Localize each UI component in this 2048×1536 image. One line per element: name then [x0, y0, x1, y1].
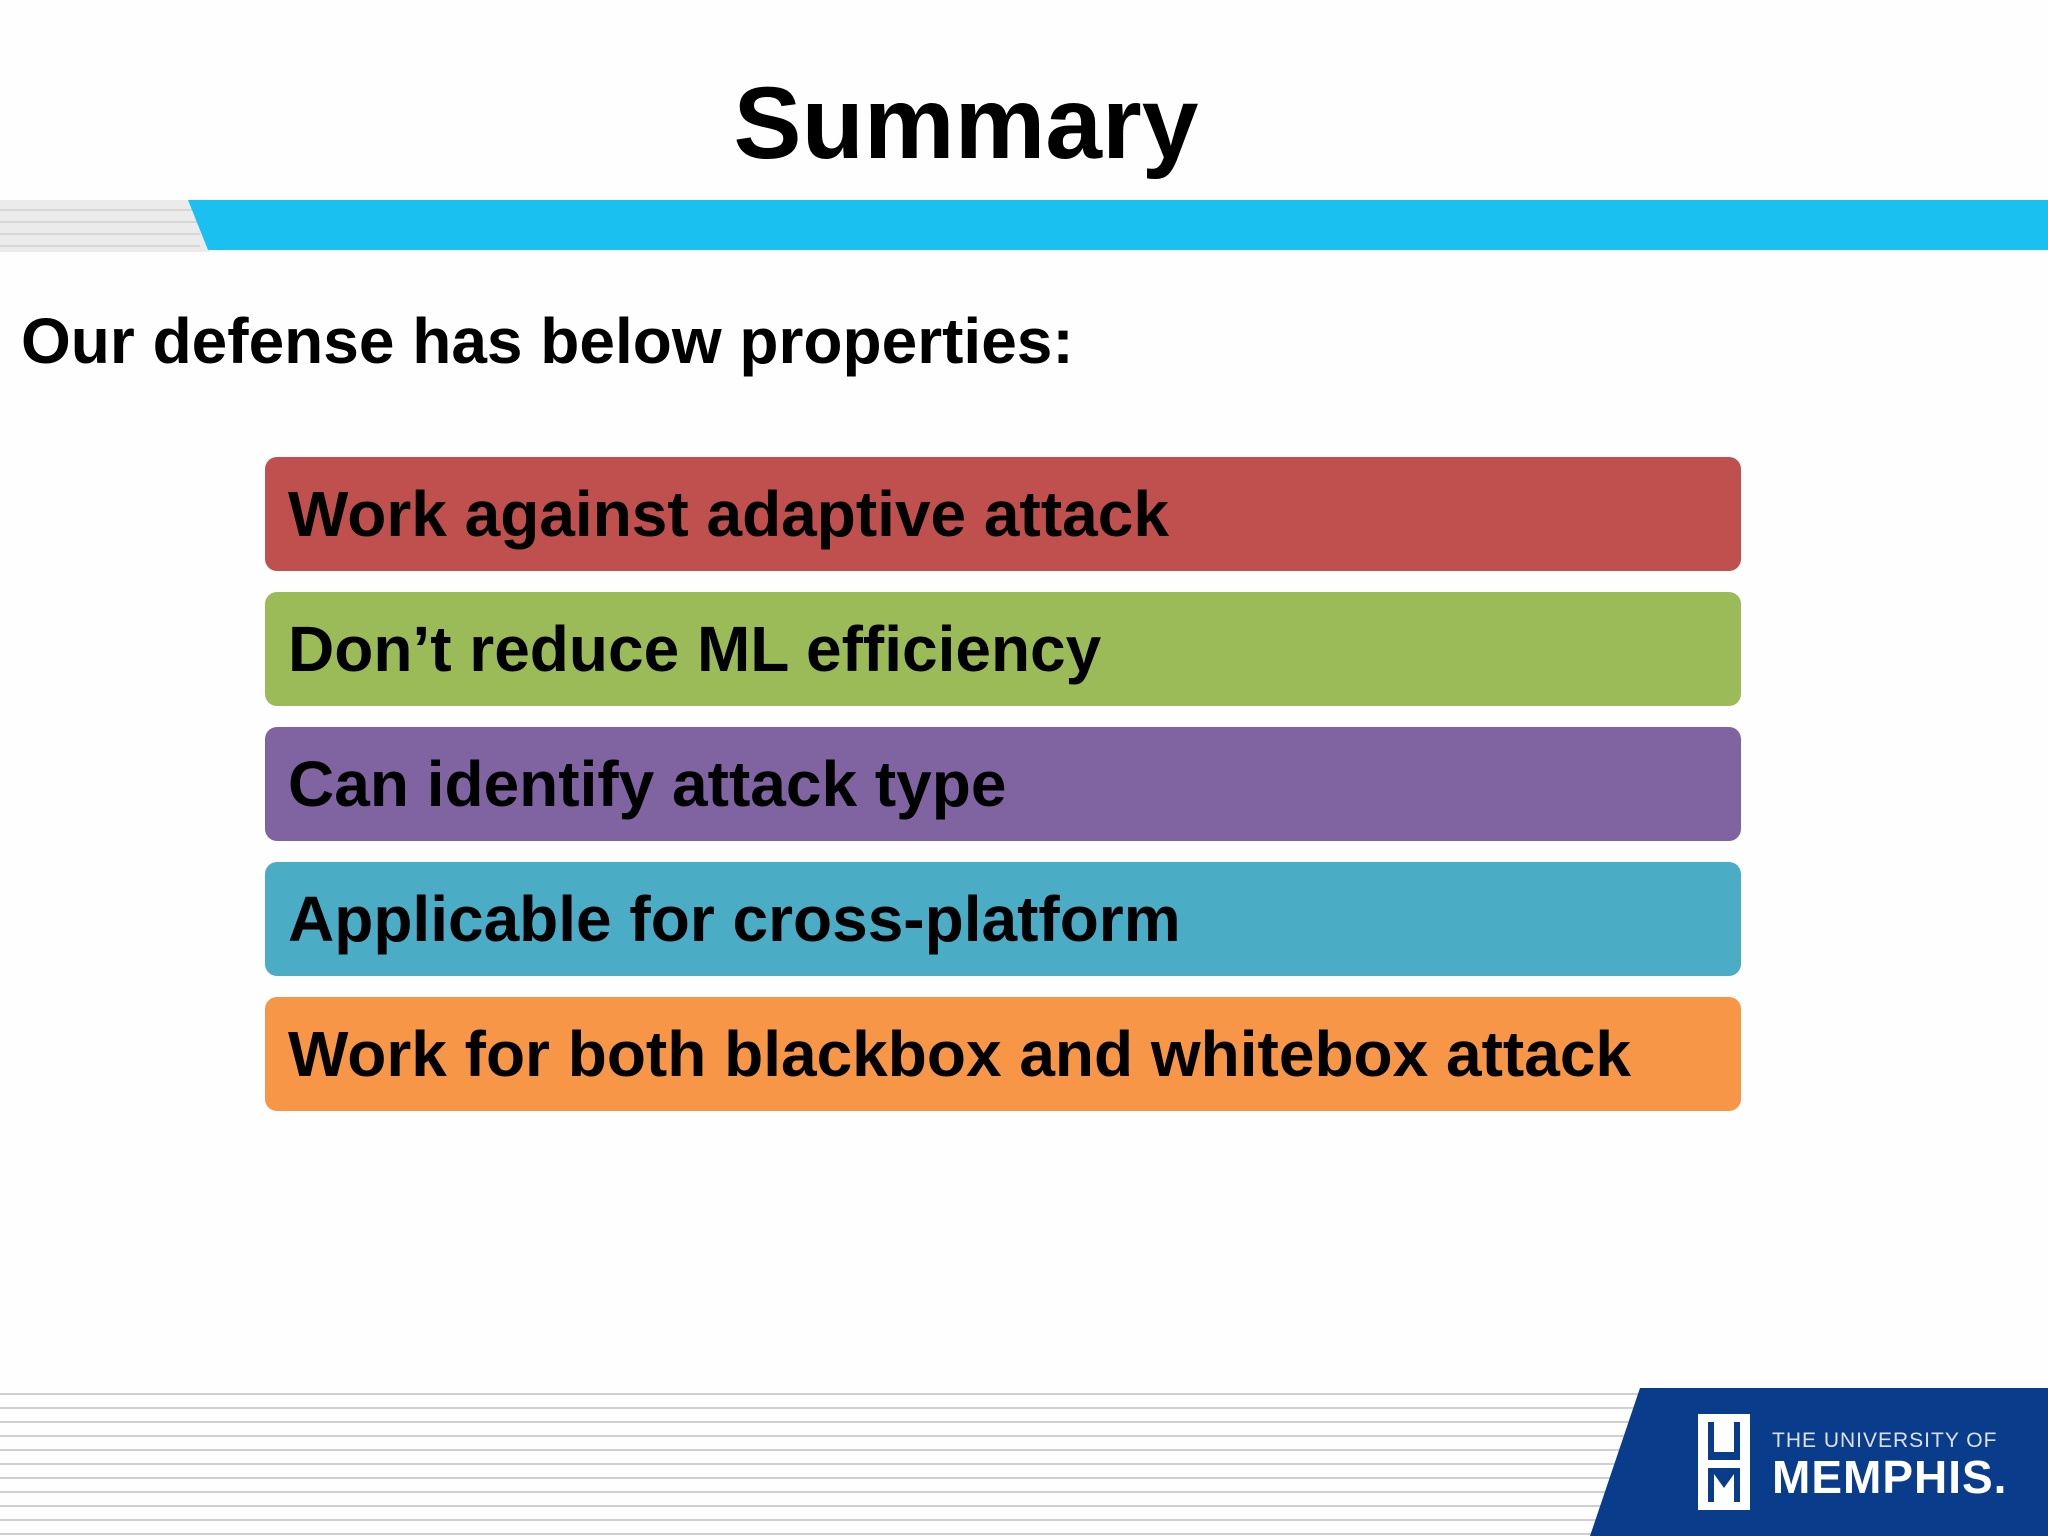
property-label: Applicable for cross-platform [288, 883, 1181, 955]
property-label: Work for both blackbox and whitebox atta… [288, 1018, 1631, 1090]
property-item-adaptive-attack: Work against adaptive attack [265, 457, 1741, 571]
header-accent-band [0, 200, 2048, 252]
property-item-blackbox-whitebox: Work for both blackbox and whitebox atta… [265, 997, 1741, 1111]
intro-text: Our defense has below properties: [21, 305, 1074, 377]
university-wordmark: THE UNIVERSITY OF MEMPHIS. [1772, 1430, 2007, 1500]
property-item-ml-efficiency: Don’t reduce ML efficiency [265, 592, 1741, 706]
university-logo [1590, 1388, 2048, 1536]
slide-title: Summary [733, 66, 1199, 180]
property-list: Work against adaptive attack Don’t reduc… [265, 457, 1741, 1132]
property-label: Don’t reduce ML efficiency [288, 613, 1102, 685]
footer-lines [0, 1393, 1640, 1535]
property-item-attack-type: Can identify attack type [265, 727, 1741, 841]
property-item-cross-platform: Applicable for cross-platform [265, 862, 1741, 976]
property-label: Can identify attack type [288, 748, 1007, 820]
property-label: Work against adaptive attack [288, 478, 1169, 550]
wordmark-line-1: THE UNIVERSITY OF [1772, 1429, 1998, 1452]
wordmark-line-2: MEMPHIS. [1772, 1451, 2008, 1503]
